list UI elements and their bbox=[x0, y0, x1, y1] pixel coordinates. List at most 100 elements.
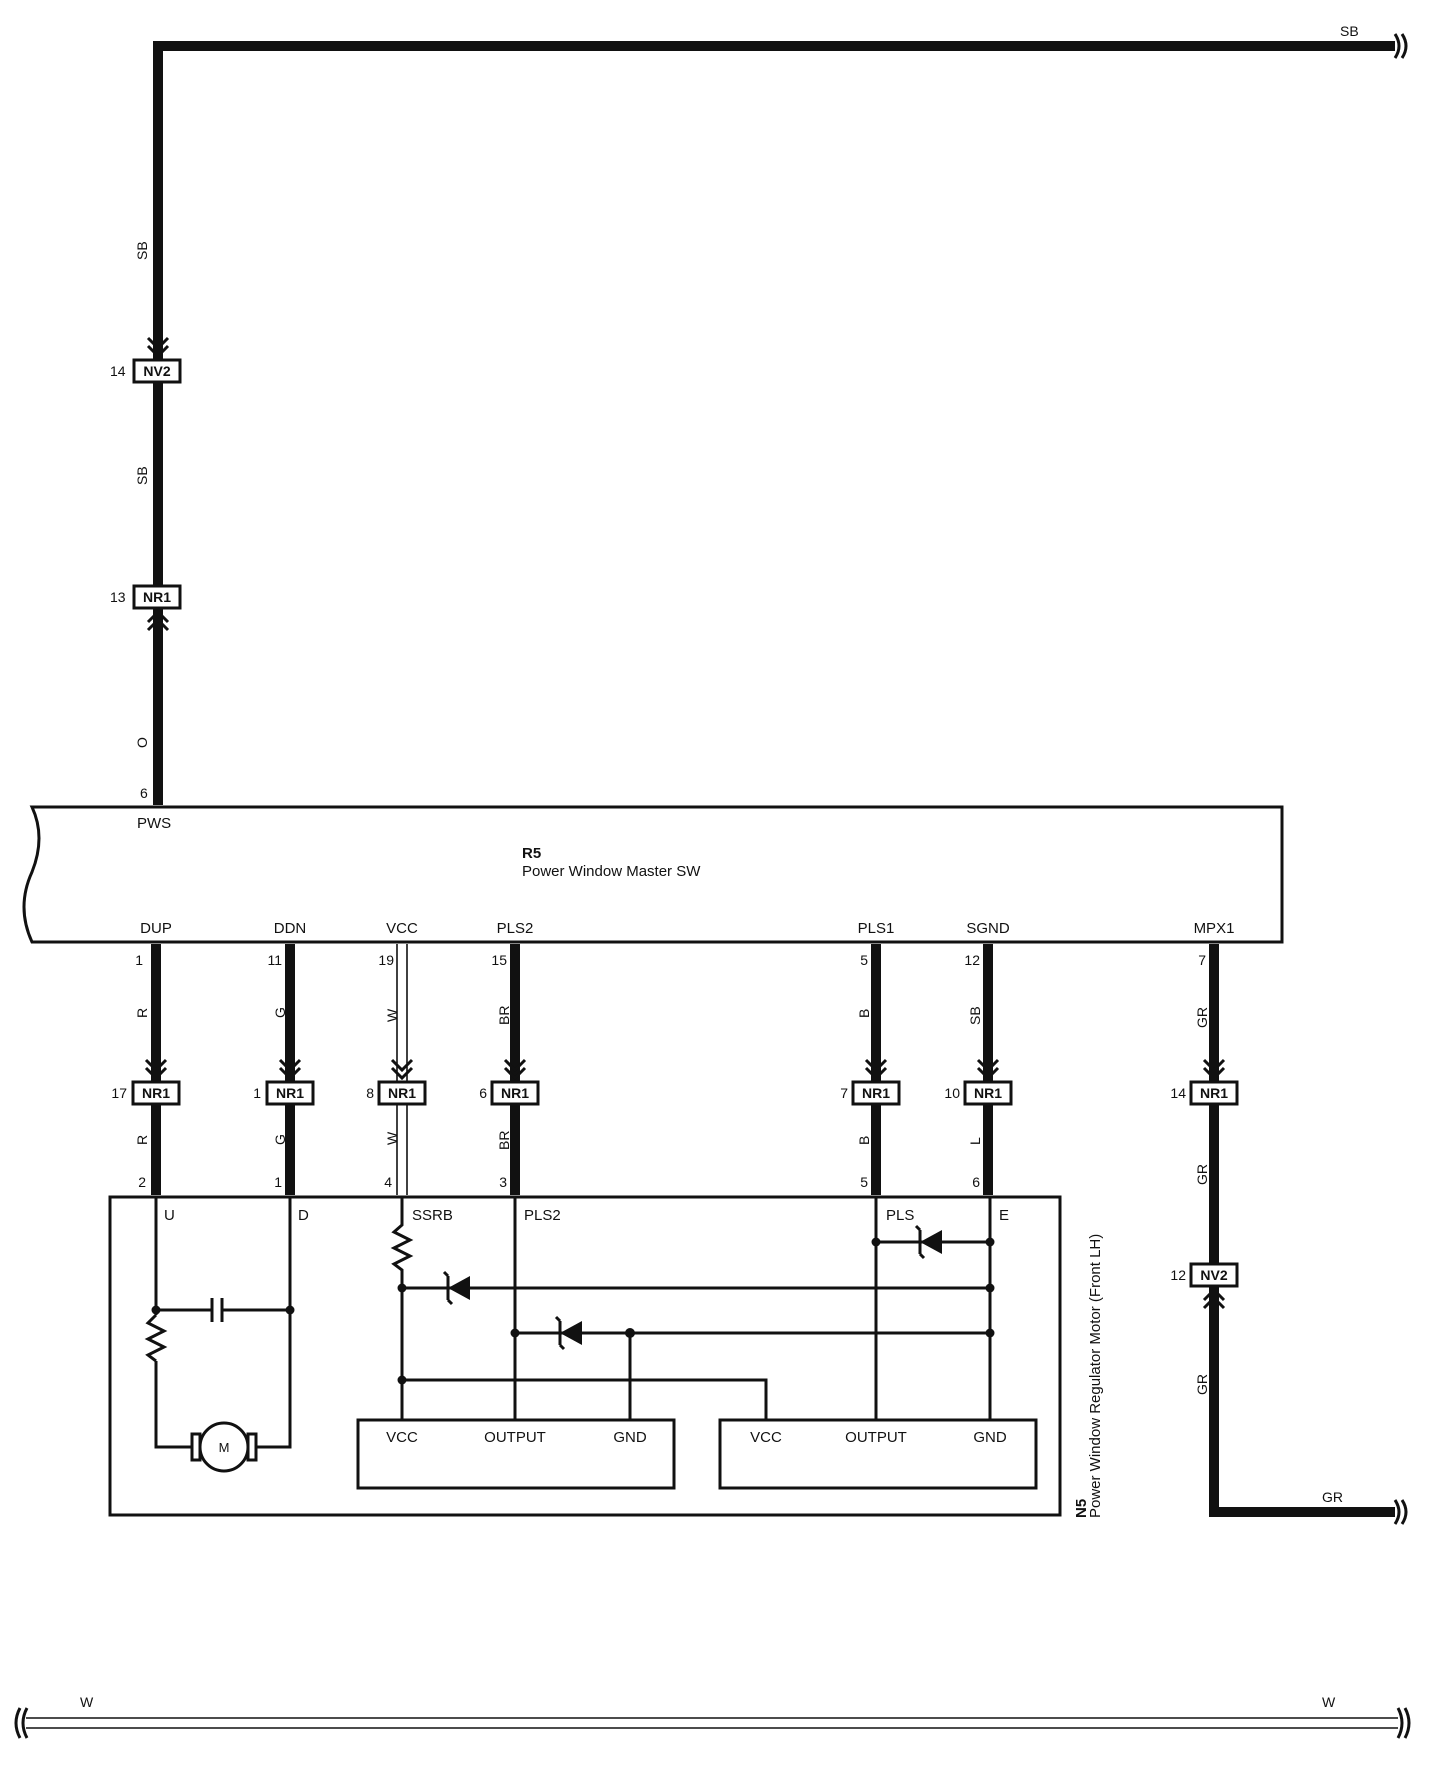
svg-text:DDN: DDN bbox=[274, 920, 307, 937]
svg-text:5: 5 bbox=[860, 952, 868, 968]
svg-text:BR: BR bbox=[496, 1006, 512, 1025]
pws-label: PWS bbox=[137, 815, 171, 832]
svg-text:11: 11 bbox=[267, 952, 282, 968]
wire-break-bottom-left-icon bbox=[21, 1707, 29, 1739]
r5-terminal-sgnd[interactable]: SGND 12 SB bbox=[964, 920, 1009, 1025]
svg-text:NR1: NR1 bbox=[276, 1085, 304, 1101]
wire-break-gr-icon bbox=[1400, 1499, 1408, 1525]
svg-text:DUP: DUP bbox=[140, 920, 172, 937]
nr1-connector-10[interactable]: NR1 10 L 6 bbox=[944, 1058, 1013, 1190]
svg-text:PLS1: PLS1 bbox=[858, 920, 895, 937]
wire-mpx1[interactable] bbox=[1209, 944, 1395, 1517]
n5-terminal-d: D bbox=[298, 1207, 309, 1224]
r5-terminal-ddn[interactable]: DDN 11 G bbox=[267, 920, 306, 1018]
zener-diode-icon bbox=[442, 1270, 470, 1306]
sensor2-gnd: GND bbox=[973, 1429, 1007, 1446]
nr1-connector-17[interactable]: NR1 17 R 2 bbox=[111, 1058, 181, 1190]
svg-text:8: 8 bbox=[366, 1085, 374, 1101]
zener-diode-icon bbox=[914, 1224, 942, 1260]
n5-terminal-pls: PLS bbox=[886, 1207, 914, 1224]
svg-text:17: 17 bbox=[111, 1085, 127, 1101]
wire-vcc-white[interactable] bbox=[396, 944, 408, 1195]
r5-terminal-vcc[interactable]: VCC 19 W bbox=[378, 920, 418, 1022]
r5-terminal-dup[interactable]: DUP 1 R bbox=[134, 920, 172, 1018]
n5-terminal-ssrb: SSRB bbox=[412, 1207, 453, 1224]
wire-break-top-right-icon bbox=[1400, 33, 1408, 59]
n5-title: Power Window Regulator Motor (Front LH) bbox=[1087, 1234, 1104, 1518]
nr1-connector-14[interactable]: NR1 14 GR bbox=[1170, 1058, 1239, 1185]
wire-color-top-end: SB bbox=[1340, 23, 1359, 39]
svg-text:B: B bbox=[856, 1009, 872, 1018]
svg-text:1: 1 bbox=[135, 952, 143, 968]
svg-text:W: W bbox=[384, 1131, 400, 1145]
wire-break-top-right-icon bbox=[1393, 33, 1401, 59]
nv2-top-pin: 14 bbox=[110, 363, 126, 379]
svg-text:VCC: VCC bbox=[386, 920, 418, 937]
svg-text:NR1: NR1 bbox=[501, 1085, 529, 1101]
wire-color-top-mid: SB bbox=[134, 466, 150, 485]
nv2-right-connector[interactable]: NV2 12 bbox=[1170, 1262, 1239, 1310]
svg-text:W: W bbox=[384, 1008, 400, 1022]
pws-wire[interactable] bbox=[153, 41, 1395, 805]
wire-break-gr-icon bbox=[1393, 1499, 1401, 1525]
svg-text:NR1: NR1 bbox=[862, 1085, 890, 1101]
wire-break-bottom-left-icon bbox=[14, 1707, 22, 1739]
nr1-top-pin: 13 bbox=[110, 589, 126, 605]
svg-text:14: 14 bbox=[1170, 1085, 1186, 1101]
nr1-connector-6[interactable]: NR1 6 BR 3 bbox=[479, 1058, 540, 1190]
r5-terminal-mpx1[interactable]: MPX1 7 GR bbox=[1194, 920, 1235, 1028]
svg-text:NR1: NR1 bbox=[142, 1085, 170, 1101]
svg-text:PLS2: PLS2 bbox=[497, 920, 534, 937]
wire-color-top-bottom: O bbox=[134, 737, 150, 748]
svg-text:R: R bbox=[134, 1135, 150, 1145]
nr1-connector-7[interactable]: NR1 7 B 5 bbox=[840, 1058, 901, 1190]
n5-id: N5 bbox=[1073, 1499, 1090, 1518]
svg-text:7: 7 bbox=[840, 1085, 848, 1101]
svg-text:G: G bbox=[272, 1134, 288, 1145]
n5-terminal-pls2: PLS2 bbox=[524, 1207, 561, 1224]
svg-text:2: 2 bbox=[138, 1174, 146, 1190]
motor-circuit bbox=[144, 1197, 295, 1449]
svg-text:NR1: NR1 bbox=[974, 1085, 1002, 1101]
svg-text:MPX1: MPX1 bbox=[1194, 920, 1235, 937]
svg-text:6: 6 bbox=[972, 1174, 980, 1190]
sensor1-gnd: GND bbox=[613, 1429, 647, 1446]
r5-terminal-pls2[interactable]: PLS2 15 BR bbox=[491, 920, 533, 1025]
svg-text:G: G bbox=[272, 1007, 288, 1018]
r5-terminal-pls1[interactable]: PLS1 5 B bbox=[856, 920, 894, 1018]
motor-label: M bbox=[219, 1440, 230, 1455]
svg-text:15: 15 bbox=[491, 952, 507, 968]
svg-text:4: 4 bbox=[384, 1174, 392, 1190]
wire-color-gr-bottom: GR bbox=[1194, 1374, 1210, 1395]
r5-title: Power Window Master SW bbox=[522, 863, 701, 880]
svg-text:NV2: NV2 bbox=[1200, 1267, 1227, 1283]
hall-sensor-1[interactable]: VCC OUTPUT GND bbox=[356, 1418, 676, 1490]
svg-text:12: 12 bbox=[964, 952, 980, 968]
motor-icon: M bbox=[190, 1421, 258, 1473]
svg-text:SGND: SGND bbox=[966, 920, 1010, 937]
sensor2-output: OUTPUT bbox=[845, 1429, 907, 1446]
ssrb-network bbox=[390, 1197, 995, 1420]
r5-id: R5 bbox=[522, 845, 541, 862]
connector-arrow-icon bbox=[146, 609, 170, 632]
nv2-top-connector[interactable] bbox=[132, 358, 182, 384]
nr1-connector-1[interactable]: NR1 1 G 1 bbox=[253, 1058, 315, 1190]
svg-text:R: R bbox=[134, 1008, 150, 1018]
wire-break-bottom-right-icon bbox=[1403, 1707, 1411, 1739]
sensor1-output: OUTPUT bbox=[484, 1429, 546, 1446]
svg-text:GR: GR bbox=[1194, 1007, 1210, 1028]
svg-text:10: 10 bbox=[944, 1085, 960, 1101]
nr1-top-connector[interactable] bbox=[132, 584, 182, 610]
wire-color-gr-end: GR bbox=[1322, 1489, 1343, 1505]
bottom-w-wire[interactable] bbox=[26, 1717, 1398, 1729]
nr1-connector-8[interactable]: NR1 8 W 4 bbox=[366, 1058, 427, 1190]
hall-sensor-2[interactable]: VCC OUTPUT GND bbox=[718, 1418, 1038, 1490]
r5-component[interactable] bbox=[22, 805, 1284, 944]
svg-text:B: B bbox=[856, 1136, 872, 1145]
pls2-network bbox=[510, 1197, 995, 1420]
connector-arrow-icon bbox=[146, 336, 170, 359]
svg-text:L: L bbox=[967, 1137, 983, 1145]
svg-text:NR1: NR1 bbox=[1200, 1085, 1228, 1101]
zener-diode-icon bbox=[554, 1315, 582, 1351]
